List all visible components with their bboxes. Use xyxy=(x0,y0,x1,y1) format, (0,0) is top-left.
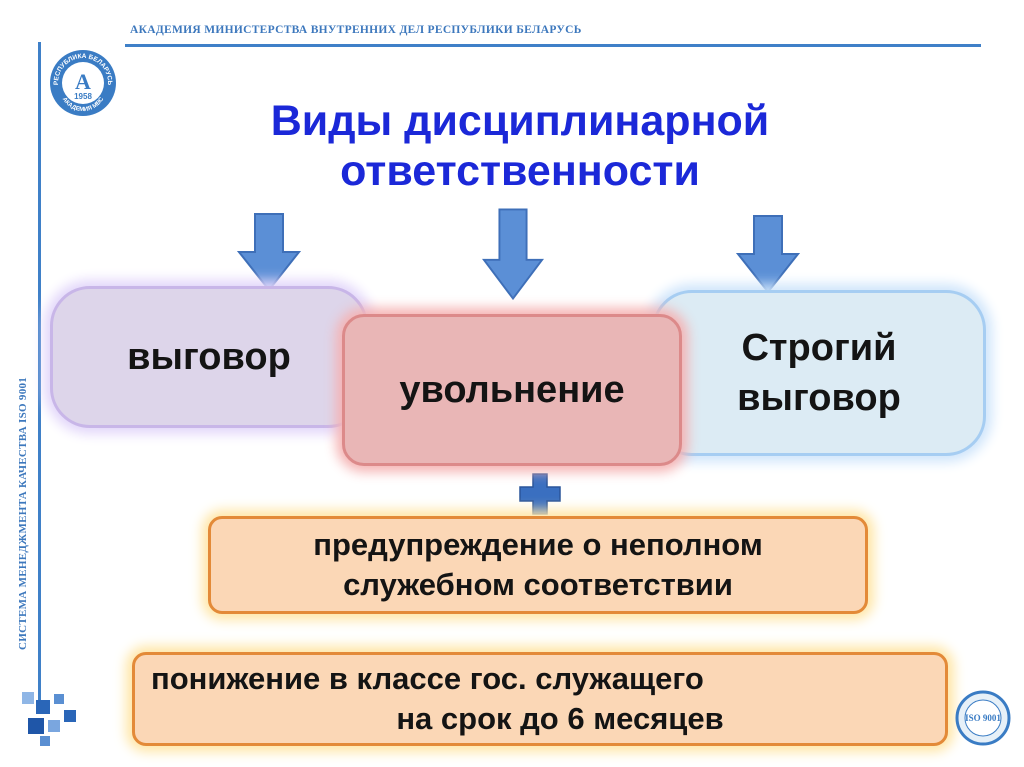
demotion-line-1: понижение в классе гос. служащего xyxy=(135,659,704,699)
logo-year: 1958 xyxy=(74,92,92,101)
side-divider xyxy=(38,42,41,702)
institution-header: АКАДЕМИЯ МИНИСТЕРСТВА ВНУТРЕННИХ ДЕЛ РЕС… xyxy=(130,24,582,36)
strict-line-2: выговор xyxy=(737,373,901,423)
warning-line-2: служебном соответствии xyxy=(313,565,763,605)
academy-logo-icon: РЕСПУБЛИКА БЕЛАРУСЬ АКАДЕМИЯ МВС А 1958 xyxy=(48,48,118,118)
logo-letter: А xyxy=(75,69,91,94)
demotion-line-2: на срок до 6 месяцев xyxy=(356,699,723,739)
side-caption: СИСТЕМА МЕНЕДЖМЕНТА КАЧЕСТВА ISO 9001 xyxy=(17,90,29,650)
title-line-2: ответственности xyxy=(150,146,890,196)
strict-reprimand-box: Строгий выговор xyxy=(652,290,986,456)
arrow-down-icon xyxy=(237,212,301,292)
dismissal-label: увольнение xyxy=(399,369,624,412)
reprimand-label: выговор xyxy=(127,336,291,379)
page-title: Виды дисциплинарной ответственности xyxy=(150,96,890,196)
reprimand-box: выговор xyxy=(50,286,368,428)
decorative-squares-icon xyxy=(20,690,80,750)
demotion-box: понижение в классе гос. служащего на сро… xyxy=(132,652,948,746)
warning-box: предупреждение о неполном служебном соот… xyxy=(208,516,868,614)
arrow-down-icon xyxy=(482,206,544,302)
title-line-1: Виды дисциплинарной xyxy=(150,96,890,146)
dismissal-box: увольнение xyxy=(342,314,682,466)
header-divider xyxy=(125,44,981,47)
strict-line-1: Строгий xyxy=(737,323,901,373)
warning-line-1: предупреждение о неполном xyxy=(313,525,763,565)
iso-logo-text: ISO 9001 xyxy=(965,713,1001,723)
plus-icon xyxy=(518,472,562,516)
iso-logo-icon: ISO 9001 xyxy=(955,690,1011,746)
arrow-down-icon xyxy=(736,214,800,294)
